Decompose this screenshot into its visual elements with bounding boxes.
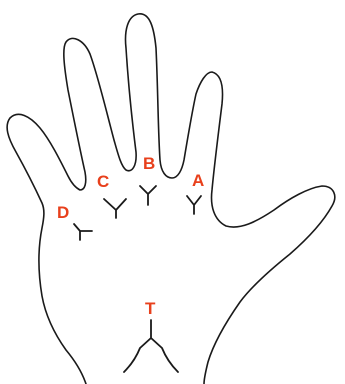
- label-c: C: [97, 172, 109, 191]
- label-b: B: [143, 154, 155, 173]
- label-d: D: [57, 203, 69, 222]
- triradius-b: [140, 186, 156, 205]
- hand-outline-left: [7, 14, 335, 384]
- triradius-c: [104, 199, 126, 218]
- triradius-t: [124, 320, 178, 372]
- triradius-a: [187, 196, 201, 214]
- label-t: T: [145, 299, 156, 318]
- label-a: A: [192, 171, 204, 190]
- triradius-d: [74, 224, 92, 240]
